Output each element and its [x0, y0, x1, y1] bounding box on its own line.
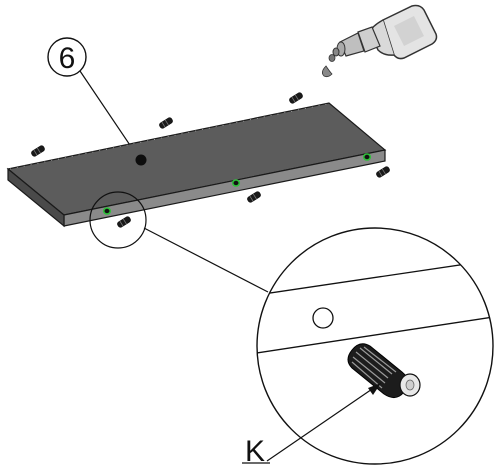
- part-number-label: 6: [59, 42, 76, 75]
- glue-bottle-icon: [332, 4, 438, 60]
- glue-drop-icon: [322, 54, 336, 78]
- part-number-circle: [47, 37, 87, 77]
- detail-magnified-circle: [256, 227, 494, 465]
- detail-label-k: K: [245, 435, 265, 468]
- detail-panel-edge-bottom: [257, 315, 493, 355]
- part-number-callout: 6: [47, 37, 141, 161]
- detail-source-circle: [89, 191, 147, 249]
- magnifier-callout-icon: [89, 191, 494, 465]
- detail-k-callout: K: [242, 383, 381, 468]
- leader-line-k: [266, 384, 379, 462]
- panel-side-edge: [7, 167, 65, 228]
- detail-dowel: [347, 343, 421, 398]
- part-marker-dot: [135, 154, 147, 166]
- arrow-head-icon: [368, 383, 381, 395]
- dowel-hole-icon: [102, 153, 372, 215]
- detail-connector-line: [143, 227, 269, 293]
- wooden-dowel-icon: [31, 92, 390, 228]
- shelf-panel: [6, 102, 387, 228]
- detail-dowel-hole: [312, 307, 334, 329]
- detail-panel-edge-top: [257, 258, 493, 297]
